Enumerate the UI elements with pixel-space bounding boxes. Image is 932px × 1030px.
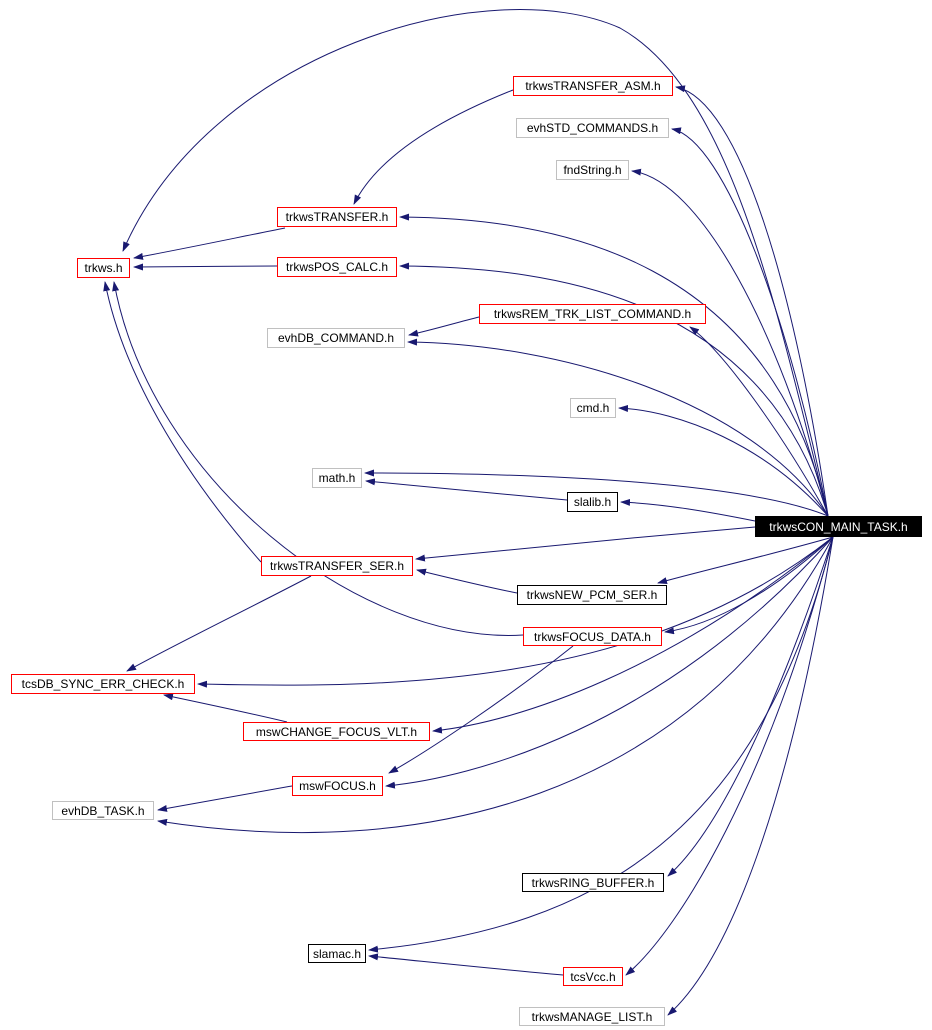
edge-tcsVcc-to-slamac [368,953,564,976]
edge-mswCHANGE_FOCUS_VLT-to-tcsDB_SYNC_ERR_CHECK [163,693,288,723]
edge-trkwsCON_MAIN_TASK-to-evhDB_TASK [157,536,834,833]
edge-trkwsCON_MAIN_TASK-to-slalib [620,498,756,522]
graph-node-trkwsFOCUS_DATA[interactable]: trkwsFOCUS_DATA.h [523,627,662,646]
edge-trkwsTRANSFER_ASM-to-trkwsTRANSFER [353,89,514,205]
graph-node-evhDB_COMMAND[interactable]: evhDB_COMMAND.h [267,328,405,348]
graph-node-trkwsNEW_PCM_SER[interactable]: trkwsNEW_PCM_SER.h [517,585,667,605]
graph-node-trkwsCON_MAIN_TASK: trkwsCON_MAIN_TASK.h [755,516,922,537]
edge-trkwsCON_MAIN_TASK-to-trkws [122,9,829,517]
edge-trkwsPOS_CALC-to-trkws [133,263,278,271]
edge-trkwsTRANSFER-to-trkws [133,227,286,260]
edge-trkwsCON_MAIN_TASK-to-tcsDB_SYNC_ERR_CHECK [197,536,834,688]
edge-trkwsFOCUS_DATA-to-mswFOCUS [388,645,574,774]
edge-trkwsREM_TRK_LIST_COMMAND-to-evhDB_COMMAND [408,316,480,337]
graph-node-slalib[interactable]: slalib.h [567,492,618,512]
graph-node-cmd[interactable]: cmd.h [570,398,616,418]
graph-node-mswCHANGE_FOCUS_VLT[interactable]: mswCHANGE_FOCUS_VLT.h [243,722,430,741]
edge-trkwsCON_MAIN_TASK-to-tcsVcc [625,536,834,976]
edge-trkwsTRANSFER_SER-to-tcsDB_SYNC_ERR_CHECK [126,575,312,672]
edge-slalib-to-math [365,478,568,501]
graph-node-math[interactable]: math.h [312,468,362,488]
edge-trkwsCON_MAIN_TASK-to-math [364,469,829,517]
graph-node-trkws[interactable]: trkws.h [77,258,130,278]
edge-trkwsCON_MAIN_TASK-to-evhSTD_COMMANDS [671,127,829,517]
edge-trkwsCON_MAIN_TASK-to-slamac [368,536,834,953]
edge-trkwsCON_MAIN_TASK-to-mswFOCUS [385,536,834,789]
edge-trkwsCON_MAIN_TASK-to-cmd [618,404,829,517]
graph-node-trkwsMANAGE_LIST[interactable]: trkwsMANAGE_LIST.h [519,1007,665,1026]
edge-trkwsCON_MAIN_TASK-to-mswCHANGE_FOCUS_VLT [432,536,834,734]
graph-node-trkwsRING_BUFFER[interactable]: trkwsRING_BUFFER.h [522,873,664,892]
graph-node-trkwsTRANSFER_SER[interactable]: trkwsTRANSFER_SER.h [261,556,413,576]
graph-node-trkwsTRANSFER_ASM[interactable]: trkwsTRANSFER_ASM.h [513,76,673,96]
edge-trkwsNEW_PCM_SER-to-trkwsTRANSFER_SER [416,568,518,594]
graph-node-evhSTD_COMMANDS[interactable]: evhSTD_COMMANDS.h [516,118,669,138]
graph-node-evhDB_TASK[interactable]: evhDB_TASK.h [52,801,154,820]
graph-node-slamac[interactable]: slamac.h [308,944,366,963]
edge-trkwsCON_MAIN_TASK-to-trkwsFOCUS_DATA [664,536,834,635]
graph-node-mswFOCUS[interactable]: mswFOCUS.h [292,776,383,796]
edge-trkwsCON_MAIN_TASK-to-trkwsNEW_PCM_SER [657,536,834,584]
graph-node-fndString[interactable]: fndString.h [556,160,629,180]
graph-node-trkwsREM_TRK_LIST_COMMAND[interactable]: trkwsREM_TRK_LIST_COMMAND.h [479,304,706,324]
edge-trkwsCON_MAIN_TASK-to-trkwsTRANSFER_ASM [675,85,829,517]
edge-trkwsCON_MAIN_TASK-to-evhDB_COMMAND [407,338,829,517]
edge-trkwsCON_MAIN_TASK-to-trkwsMANAGE_LIST [667,536,834,1016]
edge-trkwsCON_MAIN_TASK-to-trkwsRING_BUFFER [667,536,834,877]
graph-node-tcsDB_SYNC_ERR_CHECK[interactable]: tcsDB_SYNC_ERR_CHECK.h [11,674,195,694]
edge-trkwsTRANSFER_SER-to-trkws [103,281,262,563]
edge-trkwsFOCUS_DATA-to-trkws [112,281,524,636]
graph-node-trkwsPOS_CALC[interactable]: trkwsPOS_CALC.h [277,257,397,277]
graph-node-trkwsTRANSFER[interactable]: trkwsTRANSFER.h [277,207,397,227]
edge-trkwsCON_MAIN_TASK-to-fndString [631,168,829,517]
graph-node-tcsVcc[interactable]: tcsVcc.h [563,967,623,986]
edge-trkwsCON_MAIN_TASK-to-trkwsTRANSFER [399,213,829,517]
edge-trkwsCON_MAIN_TASK-to-trkwsREM_TRK_LIST_COMMAND [689,326,829,517]
edge-mswFOCUS-to-evhDB_TASK [157,785,293,812]
edge-trkwsCON_MAIN_TASK-to-trkwsTRANSFER_SER [415,526,756,562]
